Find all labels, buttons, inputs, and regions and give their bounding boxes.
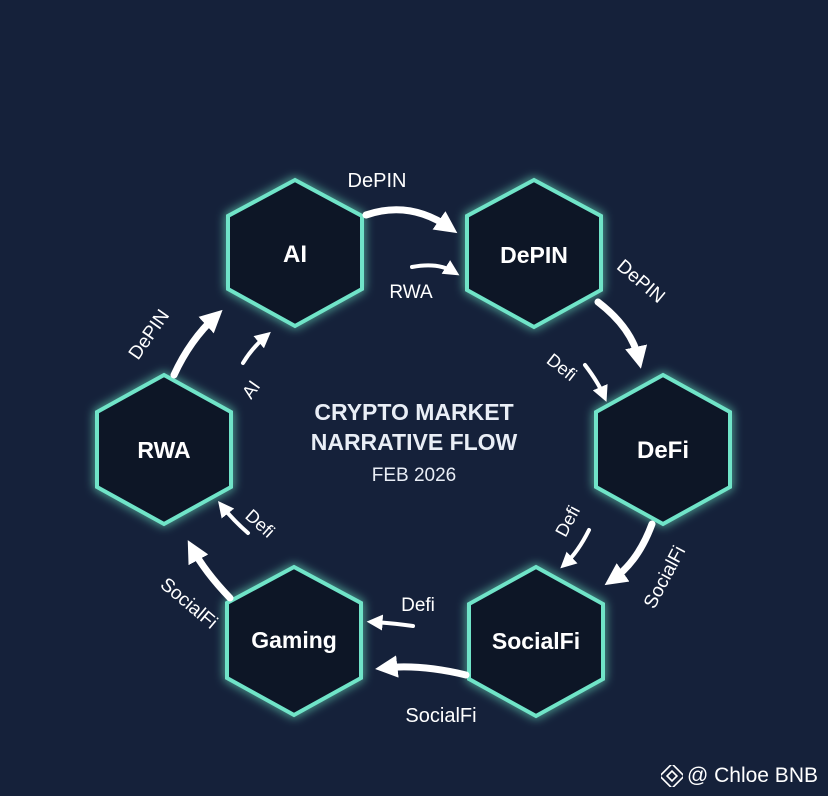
arrow-gaming-rwa-inner xyxy=(218,500,250,535)
node-ai-hexagon xyxy=(226,177,364,329)
edge-label-socialfi-gaming-outer: SocialFi xyxy=(405,705,476,727)
title-line-2: NARRATIVE FLOW xyxy=(311,429,518,455)
edge-label-defi-socialfi-inner: Defi xyxy=(551,502,584,540)
arrow-socialfi-gaming-inner xyxy=(366,614,415,631)
node-depin: DePIN xyxy=(465,177,603,330)
edge-label-depin-defi-inner: Defi xyxy=(543,350,581,385)
edge-label-rwa-ai-outer: DePIN xyxy=(125,306,174,364)
arrow-depin-defi-outer xyxy=(594,298,648,369)
edge-label-rwa-ai-inner: AI xyxy=(238,377,264,402)
arrow-defi-socialfi-inner xyxy=(560,528,591,569)
node-gaming-hexagon xyxy=(225,564,363,718)
watermark-text: @ Chloe BNB xyxy=(686,764,818,787)
arrow-socialfi-gaming-outer xyxy=(375,655,470,679)
arrow-rwa-ai-outer xyxy=(170,309,223,379)
node-rwa-label: RWA xyxy=(137,437,190,463)
arrow-ai-depin-inner xyxy=(410,260,460,276)
title-date: FEB 2026 xyxy=(372,465,457,486)
arrow-depin-defi-inner xyxy=(583,363,608,402)
edge-label-ai-depin-inner: RWA xyxy=(389,282,433,303)
node-socialfi-hexagon xyxy=(467,564,605,719)
binance-logo-icon xyxy=(660,765,683,787)
title-line-1: CRYPTO MARKET xyxy=(314,399,513,425)
node-socialfi: SocialFi xyxy=(467,564,605,719)
node-ai: AI xyxy=(226,177,364,329)
node-depin-label: DePIN xyxy=(500,242,568,268)
watermark: @ Chloe BNB xyxy=(660,764,818,788)
edge-label-ai-depin-outer: DePIN xyxy=(348,170,407,192)
node-defi: DeFi xyxy=(594,372,732,527)
edge-label-gaming-rwa-inner: Defi xyxy=(241,505,278,541)
node-gaming: Gaming xyxy=(225,564,363,718)
arrow-defi-socialfi-outer xyxy=(604,520,656,586)
node-defi-hexagon xyxy=(594,372,732,527)
node-depin-hexagon xyxy=(465,177,603,330)
node-ai-label: AI xyxy=(283,241,307,268)
edge-label-defi-socialfi-outer: SocialFi xyxy=(640,543,690,613)
node-socialfi-label: SocialFi xyxy=(492,628,580,654)
edge-label-gaming-rwa-outer: SocialFi xyxy=(156,574,221,634)
edge-label-depin-defi-outer: DePIN xyxy=(612,256,668,308)
arrow-ai-depin-outer xyxy=(362,206,458,234)
node-rwa-hexagon xyxy=(95,372,233,527)
node-rwa: RWA xyxy=(95,372,233,527)
arrow-rwa-ai-inner xyxy=(241,331,271,365)
arrow-gaming-rwa-outer xyxy=(187,540,234,602)
node-gaming-label: Gaming xyxy=(251,627,337,653)
node-defi-label: DeFi xyxy=(637,437,689,464)
edge-label-socialfi-gaming-inner: Defi xyxy=(401,595,435,616)
